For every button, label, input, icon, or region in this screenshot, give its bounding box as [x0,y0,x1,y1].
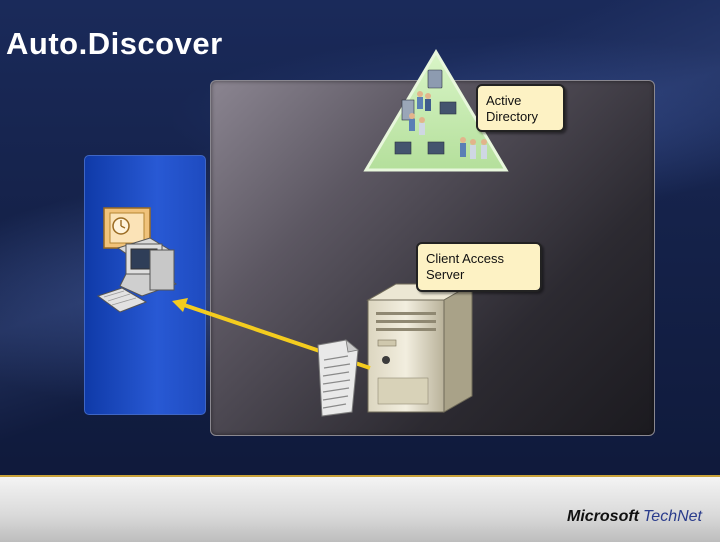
slide-title: Auto.Discover [6,26,223,61]
document-icon [317,339,359,417]
client-access-server-label: Client Access Server [416,242,542,292]
outlook-icon [103,207,151,249]
workstation-icon [116,237,178,297]
person-figures [409,91,487,159]
users-computers-group-icon [363,49,509,172]
logo-brand: Microsoft [567,508,639,525]
diagram-graphics [96,49,509,417]
server-icon [366,283,474,413]
footer-bar [0,475,720,542]
active-directory-label: Active Directory [476,84,565,132]
logo-product: TechNet [643,508,702,525]
keyboard-icon [96,287,148,313]
